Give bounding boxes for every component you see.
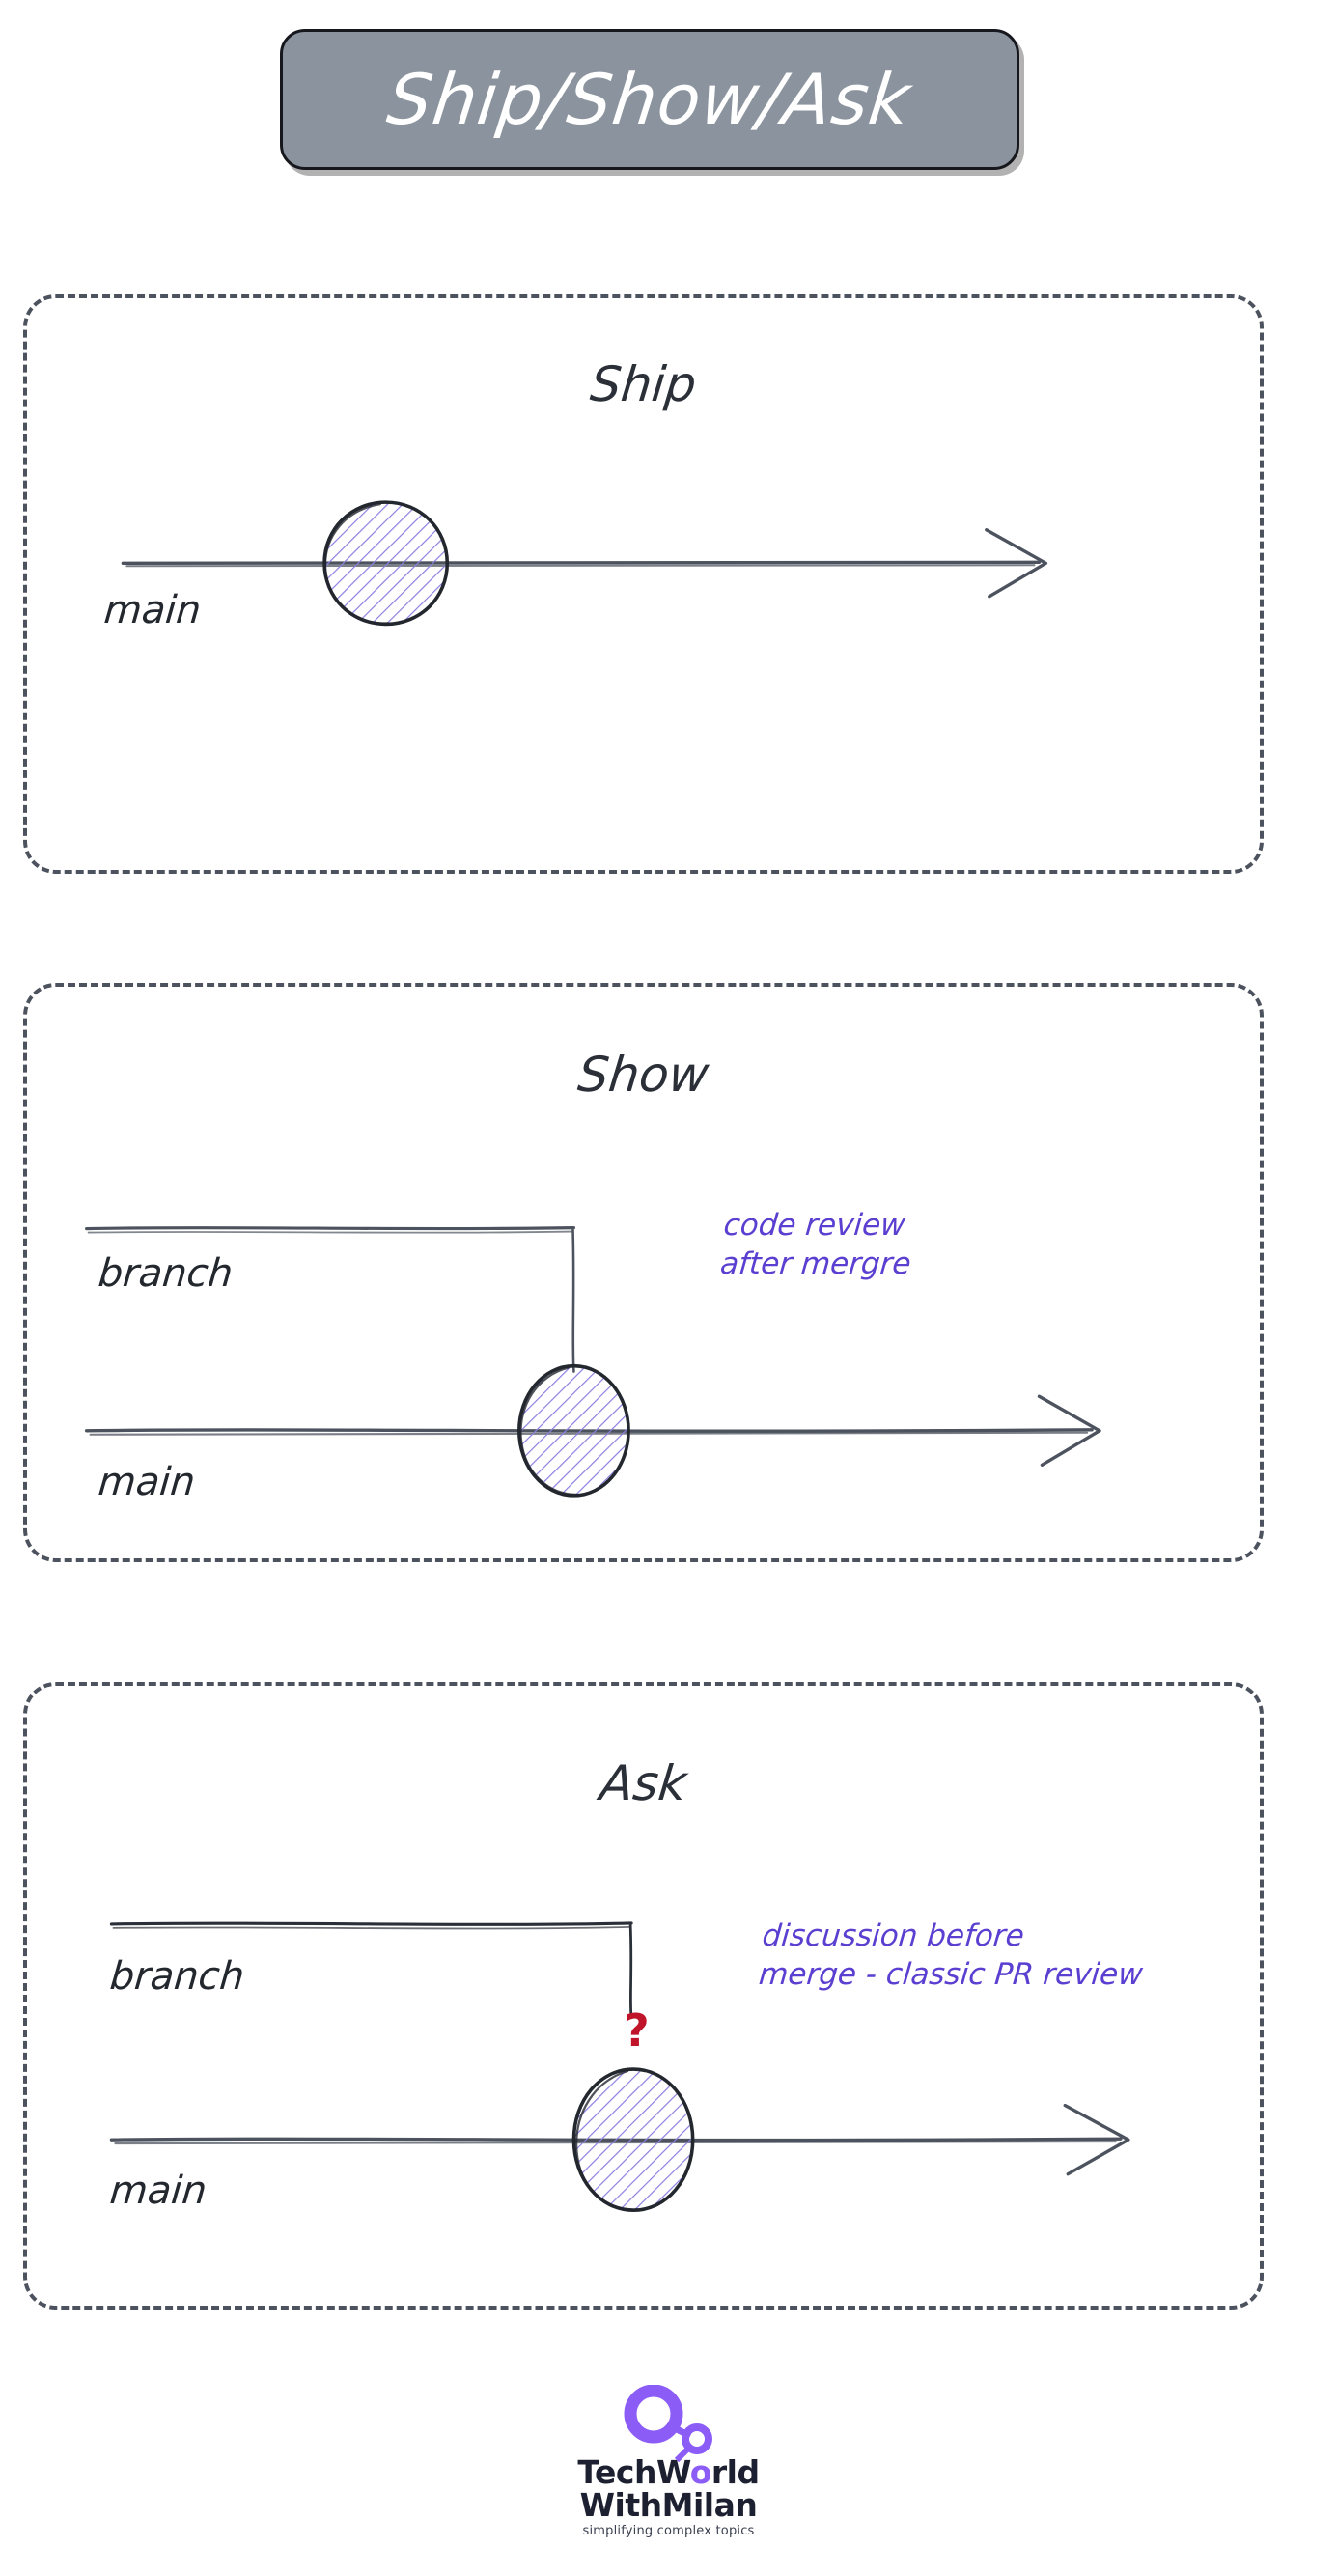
main-timeline-ship xyxy=(121,528,1048,599)
annotation-ask-line-2: merge - classic PR review xyxy=(757,1956,1145,1992)
annotation-show-line-2: after mergre xyxy=(718,1246,913,1281)
show-diagram xyxy=(84,1226,1101,1498)
branch-line-show xyxy=(85,1226,576,1373)
annotation-ask: discussion before merge - classic PR rev… xyxy=(758,1918,1148,1994)
label-branch-show: branch xyxy=(96,1251,236,1296)
panel-show: Show branch main code review after xyxy=(23,983,1264,1562)
ship-diagram xyxy=(121,500,1048,627)
commit-node-show xyxy=(517,1363,630,1498)
logo-line-1: TechWorld xyxy=(577,2453,760,2491)
page-title: Ship/Show/Ask xyxy=(383,59,916,140)
panel-ship: Ship main xyxy=(23,294,1264,874)
ask-diagram xyxy=(109,1921,1130,2213)
commit-node-ask xyxy=(571,2067,695,2213)
main-timeline-ask xyxy=(109,2103,1130,2176)
label-main-ship: main xyxy=(101,588,203,632)
annotation-show: code review after mergre xyxy=(719,1207,916,1283)
techworld-logo-icon xyxy=(624,2385,712,2463)
question-mark-icon: ? xyxy=(624,2004,650,2057)
logo-tagline: simplifying complex topics xyxy=(582,2524,755,2539)
diagram-title-banner: Ship/Show/Ask xyxy=(280,29,1019,170)
logo-line-2: WithMilan xyxy=(579,2485,758,2524)
logo-o-node-icon: o xyxy=(689,2453,712,2491)
label-main-show: main xyxy=(96,1460,197,1504)
label-main-ask: main xyxy=(107,2169,209,2213)
annotation-show-line-1: code review xyxy=(722,1208,907,1243)
branch-line-ask xyxy=(109,1921,633,2020)
logo-text-a: TechW xyxy=(577,2453,690,2491)
annotation-ask-line-1: discussion before xyxy=(761,1918,1026,1953)
main-timeline-show xyxy=(84,1394,1101,1467)
panel-ask: Ask branch main ? discussion before xyxy=(23,1682,1264,2310)
footer-branding: TechWorld WithMilan simplifying complex … xyxy=(0,2385,1337,2538)
logo-wordmark: TechWorld WithMilan xyxy=(577,2453,760,2524)
label-branch-ask: branch xyxy=(107,1954,247,1999)
commit-node-ship xyxy=(322,500,450,627)
logo-text-b: rld xyxy=(710,2453,760,2491)
